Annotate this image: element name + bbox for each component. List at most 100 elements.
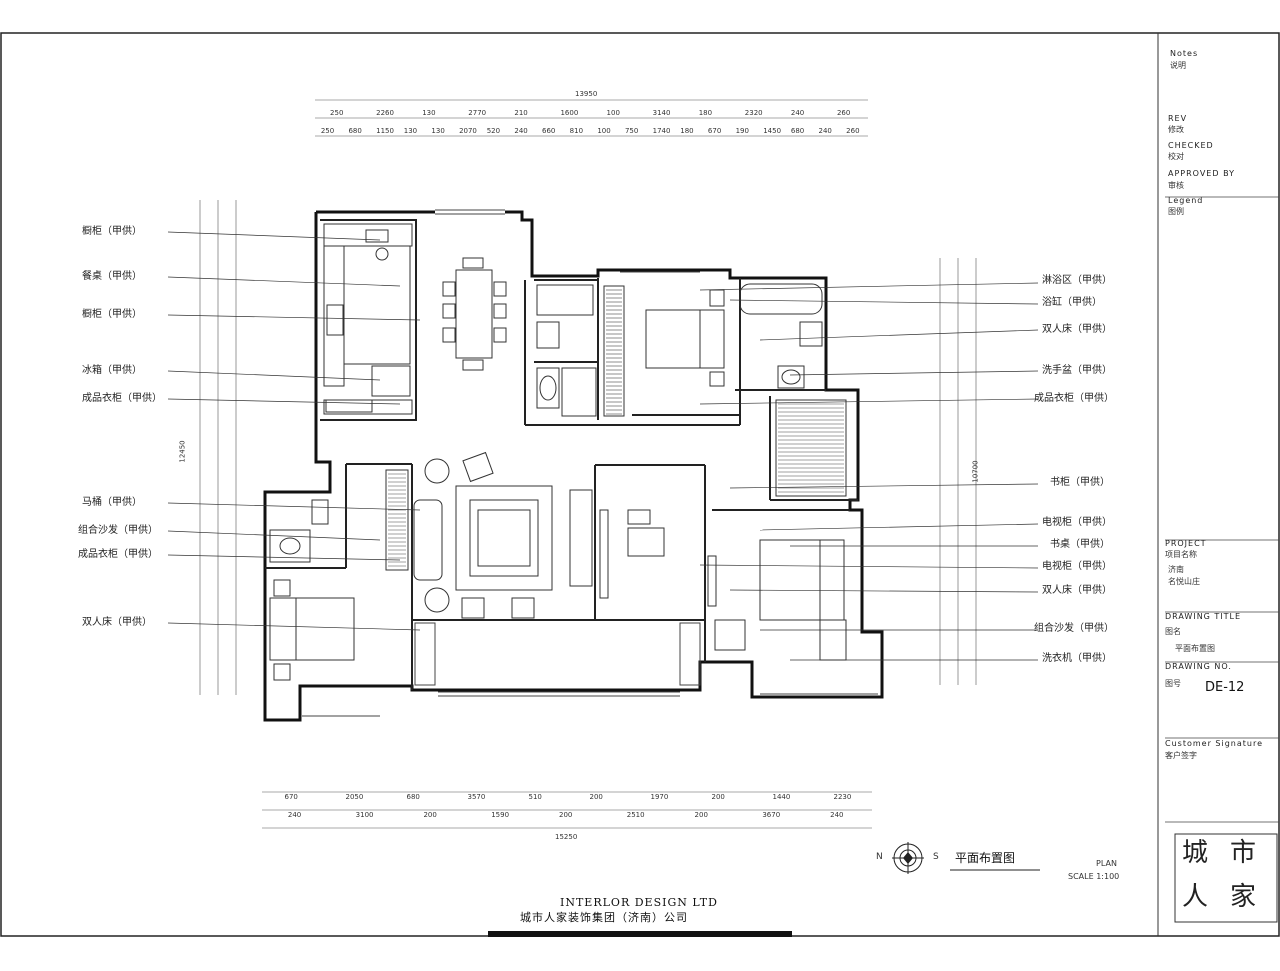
- exterior-walls: [263, 210, 884, 722]
- notes-label: Notes: [1170, 49, 1199, 58]
- dim-value: 1450: [763, 127, 782, 135]
- dim-value: 2230: [833, 793, 852, 801]
- label-leaders: [167, 231, 1039, 661]
- right-label-2: 浴缸（甲供）: [1042, 297, 1102, 308]
- dim-value: 180: [680, 127, 694, 135]
- bath-fixtures: [536, 283, 823, 417]
- bottom-dimension-lines: [262, 791, 872, 829]
- dim-value: 680: [348, 127, 362, 135]
- drawing-no-cn: 图号: [1165, 679, 1181, 688]
- dim-value: 200: [423, 811, 437, 819]
- notes-cn: 说明: [1170, 61, 1186, 70]
- right-label-3: 双人床（甲供）: [1042, 324, 1112, 335]
- project-cn: 项目名称: [1165, 550, 1197, 559]
- company-name-en: INTERLOR DESIGN LTD: [560, 896, 718, 909]
- left-label-9: 双人床（甲供）: [82, 617, 152, 628]
- checked-cn: 校对: [1168, 152, 1184, 161]
- dim-value: 510: [528, 793, 542, 801]
- compass-graphic: [892, 842, 924, 874]
- compass-s: S: [933, 852, 939, 862]
- dim-value: 520: [486, 127, 501, 135]
- dim-value: 210: [514, 109, 528, 117]
- left-leader-line: [167, 231, 381, 241]
- dim-value: 1440: [772, 793, 791, 801]
- overall-right-dim: 10700: [971, 460, 980, 483]
- right-label-11: 组合沙发（甲供）: [1034, 623, 1114, 634]
- dim-value: 680: [406, 793, 420, 801]
- dim-value: 2050: [345, 793, 364, 801]
- logo-char-4: 家: [1230, 882, 1257, 912]
- left-label-8: 成品衣柜（甲供）: [78, 549, 158, 560]
- approved-label: APPROVED BY: [1168, 169, 1236, 178]
- rev-cn: 修改: [1168, 125, 1184, 134]
- right-label-8: 书桌（甲供）: [1050, 539, 1110, 550]
- left-leader-line: [167, 314, 421, 321]
- dim-value: 200: [711, 793, 725, 801]
- right-leader-line: [729, 483, 1039, 489]
- dim-value: 250: [320, 127, 335, 135]
- right-leader-line: [699, 282, 1039, 291]
- left-label-6: 马桶（甲供）: [82, 497, 142, 508]
- right-label-12: 洗衣机（甲供）: [1042, 653, 1112, 664]
- bottom-bar: [488, 931, 792, 937]
- scale-label: SCALE 1:100: [1068, 872, 1120, 881]
- dim-value: 260: [846, 127, 860, 135]
- dim-value: 1150: [376, 127, 394, 135]
- left-leader-line: [167, 398, 401, 405]
- rev-label: REV: [1168, 114, 1188, 123]
- drawing-title-value: 平面布置图: [1175, 644, 1215, 653]
- right-leader-line: [759, 523, 1039, 531]
- drawing-no: DE-12: [1205, 680, 1245, 695]
- left-leader-line: [167, 554, 401, 561]
- dim-value: 240: [287, 811, 302, 819]
- kitchen-fixtures: [323, 223, 413, 415]
- side-dimension-lines: [199, 200, 977, 695]
- dim-value: 810: [569, 127, 584, 135]
- project-name-1: 济南: [1168, 565, 1184, 574]
- left-leader-line: [167, 276, 401, 287]
- study-furniture: [627, 509, 717, 607]
- drawing-title-label: DRAWING TITLE: [1165, 612, 1242, 621]
- dim-value: 750: [624, 127, 639, 135]
- left-label-5: 成品衣柜（甲供）: [82, 393, 162, 404]
- project-name-2: 名悦山庄: [1168, 577, 1200, 586]
- project-label: PROJECT: [1165, 539, 1207, 548]
- plan-title: 平面布置图: [955, 851, 1016, 865]
- left-leader-line: [167, 622, 421, 631]
- approved-cn: 审核: [1168, 181, 1184, 190]
- left-leader-line: [167, 502, 421, 511]
- dim-value: 260: [836, 109, 851, 117]
- compass-n: N: [876, 852, 883, 862]
- dim-value: 2320: [744, 109, 763, 117]
- right-label-10: 双人床（甲供）: [1042, 585, 1112, 596]
- dim-value: 240: [514, 127, 528, 135]
- dim-value: 3140: [652, 109, 671, 117]
- right-leader-line: [729, 589, 1039, 593]
- dim-value: 670: [707, 127, 722, 135]
- dim-value: 1740: [652, 127, 671, 135]
- dim-value: 130: [431, 127, 445, 135]
- logo-char-3: 人: [1182, 882, 1209, 912]
- right-leader-line: [789, 370, 1039, 376]
- left-leader-line: [167, 370, 381, 381]
- right-leader-line: [699, 398, 1039, 405]
- checked-label: CHECKED: [1168, 141, 1214, 150]
- drawing-title-cn: 图名: [1165, 627, 1181, 636]
- right-leader-line: [699, 564, 1039, 569]
- left-label-2: 餐桌（甲供）: [82, 271, 142, 282]
- left-label-7: 组合沙发（甲供）: [78, 525, 158, 536]
- dim-value: 660: [542, 127, 556, 135]
- plan-label: PLAN: [1096, 859, 1117, 868]
- dim-value: 670: [284, 793, 298, 801]
- customer-signature-label: Customer Signature: [1165, 739, 1263, 748]
- legend-cn: 图例: [1168, 207, 1184, 216]
- dim-value: 2260: [376, 109, 394, 117]
- dim-value: 1970: [650, 793, 669, 801]
- dim-value: 3670: [762, 811, 781, 819]
- dim-value: 3100: [355, 811, 374, 819]
- logo-char-2: 市: [1230, 838, 1257, 868]
- dim-value: 130: [422, 109, 436, 117]
- overall-left-dim: 12450: [178, 440, 187, 463]
- living-room-furniture: [413, 451, 609, 619]
- dim-value: 100: [597, 127, 611, 135]
